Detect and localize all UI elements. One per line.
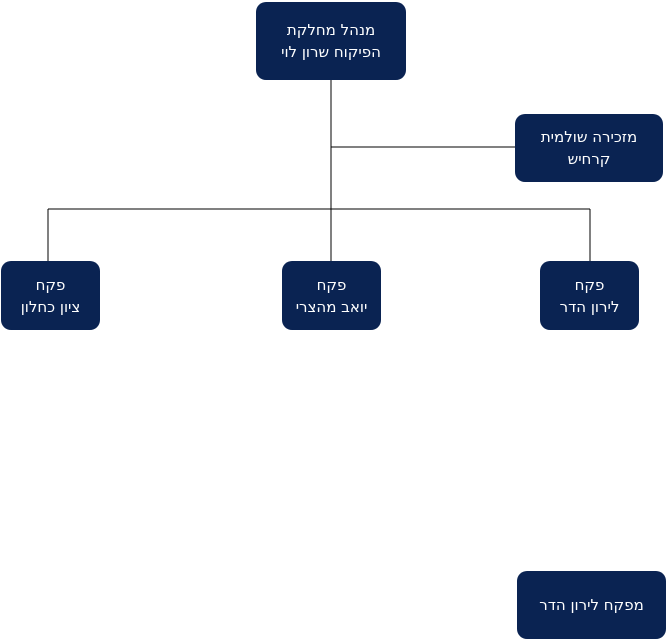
node-line-2: קרחיש [567, 150, 611, 168]
org-node-inspector-center: פקח יואב מהצרי [282, 261, 381, 330]
node-line-1: פקח [35, 275, 66, 294]
node-line-1: מזכירה שולמית [540, 128, 638, 146]
node-line-2: לירון הדר [559, 297, 620, 316]
node-line-1: מפקח לירון הדר [539, 596, 644, 614]
node-line-2: הפיקוח שרון לוי [281, 43, 381, 61]
node-line-2: ציון כחלון [20, 297, 81, 316]
org-node-supervisor: מפקח לירון הדר [517, 571, 666, 639]
node-line-2: יואב מהצרי [295, 297, 368, 316]
node-line-1: פקח [316, 275, 347, 294]
org-node-inspector-left: פקח ציון כחלון [1, 261, 100, 330]
org-node-department-manager: מנהל מחלקת הפיקוח שרון לוי [256, 2, 406, 80]
node-line-1: פקח [574, 275, 605, 294]
org-node-inspector-right: פקח לירון הדר [540, 261, 639, 330]
node-line-1: מנהל מחלקת [286, 21, 376, 39]
org-node-secretary: מזכירה שולמית קרחיש [515, 114, 663, 182]
